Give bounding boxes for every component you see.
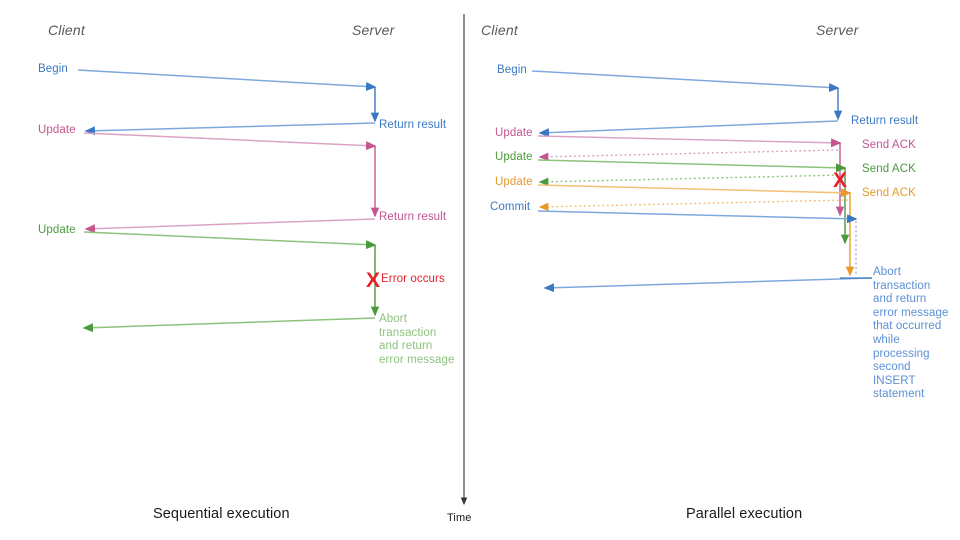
- left-error-label: Error occurs: [381, 273, 445, 285]
- right-server-send-ack-1: Send ACK: [862, 139, 916, 151]
- right-abort-response: [543, 277, 873, 293]
- right-server-send-ack-2: Send ACK: [862, 163, 916, 175]
- right-server-send-ack-3: Send ACK: [862, 187, 916, 199]
- left-update2-request: [83, 231, 377, 250]
- time-axis-label: Time: [447, 512, 472, 524]
- right-panel-caption: Parallel execution: [686, 506, 803, 522]
- right-update3-ack: [538, 199, 849, 212]
- right-message-update-3: Update: [495, 176, 533, 188]
- right-update1-ack: [538, 149, 839, 162]
- right-error-x-icon: X: [833, 169, 848, 192]
- right-message-update-1: Update: [495, 127, 533, 139]
- left-error-x-icon: X: [366, 269, 381, 292]
- right-abort-text: Abort transaction and return error messa…: [873, 266, 949, 401]
- left-lane-server-label: Server: [352, 22, 395, 38]
- left-server-return-result-2: Return result: [379, 211, 447, 223]
- left-abort-response: [82, 317, 376, 333]
- right-commit-request: [537, 210, 858, 224]
- right-message-begin: Begin: [497, 64, 527, 76]
- right-begin-response: [538, 120, 839, 138]
- right-begin-request: [531, 70, 840, 92]
- left-update1-response: [84, 218, 376, 234]
- right-lane-client-label: Client: [481, 22, 518, 38]
- right-update3-request: [537, 184, 852, 198]
- left-message-update-1: Update: [38, 124, 76, 136]
- left-lane-client-label: Client: [48, 22, 85, 38]
- right-message-commit: Commit: [490, 201, 531, 213]
- left-message-begin: Begin: [38, 63, 68, 75]
- right-message-update-2: Update: [495, 151, 533, 163]
- right-lane-server-label: Server: [816, 22, 859, 38]
- right-update2-request: [537, 159, 847, 173]
- left-abort-text: Abort transaction and return error messa…: [379, 313, 455, 366]
- right-update2-ack: [538, 174, 844, 187]
- right-update1-request: [537, 135, 842, 148]
- left-server-return-result-1: Return result: [379, 119, 447, 131]
- left-begin-response: [84, 122, 376, 136]
- right-server-return-result: Return result: [851, 115, 919, 127]
- left-message-update-2: Update: [38, 224, 76, 236]
- left-begin-request: [77, 69, 377, 91]
- left-update1-request: [83, 132, 377, 151]
- left-panel-caption: Sequential execution: [153, 506, 290, 522]
